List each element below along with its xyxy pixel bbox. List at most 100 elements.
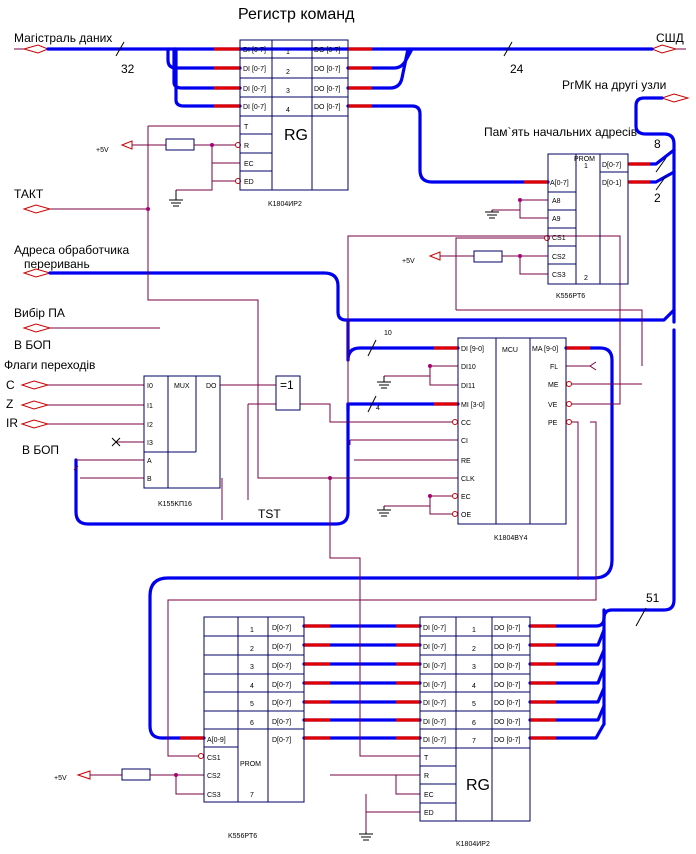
connector-flag-ir [20, 419, 50, 429]
rg-top-do-2: DO [0-7] [314, 86, 341, 93]
mux-part: K155KП16 [158, 501, 192, 508]
prom-top-num2: 2 [584, 275, 588, 282]
rg-top-do-1: DO [0-7] [314, 66, 341, 73]
rg-top-t: T [244, 124, 249, 131]
bus-width-24: 24 [510, 62, 524, 76]
rg-bot-t: T [424, 755, 429, 762]
prom-bot-num-2: 3 [250, 664, 254, 671]
plus5v-label-c: +5V [54, 775, 67, 782]
prom-top-a07: A[0-7] [550, 180, 569, 187]
mux-do: DO [206, 383, 217, 390]
mux-i1: I1 [147, 403, 153, 410]
prom-bot-out-1: D[0-7] [272, 644, 291, 651]
prom-top-part: K556PT6 [556, 293, 585, 300]
takt-label: ТАКТ [14, 187, 44, 201]
mcu-re: RE [461, 458, 471, 465]
prom-bot-out-0: D[0-7] [272, 625, 291, 632]
prom-top-cs2: CS2 [552, 254, 566, 261]
connector-rgmk [660, 93, 690, 103]
prom-bot-out-4: D[0-7] [272, 700, 291, 707]
flag-z-label: Z [6, 397, 13, 411]
flag-c-label: C [6, 378, 15, 392]
mcu-mi30: MI [3-0] [461, 402, 485, 409]
rg-bot-ec: EC [424, 792, 434, 799]
mcu-ec: EC [461, 494, 471, 501]
mcu-me: ME [548, 382, 559, 389]
mcu-cc: CC [461, 420, 471, 427]
v-bop-label-2: В БОП [22, 443, 59, 457]
irq-handler-label-1: Адреса обработчика [14, 243, 130, 257]
bus-width-2: 2 [654, 191, 661, 205]
prom-top-title: PROM [574, 156, 595, 163]
prom-bot-out-2: D[0-7] [272, 663, 291, 670]
prom-bot-num-1: 2 [250, 646, 254, 653]
rg-bot-part: K1804ИР2 [456, 841, 490, 848]
bus-width-32: 32 [121, 62, 135, 76]
prom-bot-out-6: D[0-7] [272, 737, 291, 744]
rg-bot-do-3: DO [0-7] [494, 682, 521, 689]
prom-top-num1: 1 [584, 163, 588, 170]
rg-bot-do-1: DO [0-7] [494, 644, 521, 651]
rg-top-di-0: DI [0-7] [243, 47, 266, 54]
start-address-memory-label: Пам`ять начальних адресів [484, 125, 637, 139]
sshd-label: СШД [656, 31, 684, 45]
prom-bot-out-5: D[0-7] [272, 719, 291, 726]
connector-vybir-pa [22, 323, 52, 333]
prom-top-d01: D[0-1] [602, 180, 621, 187]
prom-top-d07: D[0-7] [602, 162, 621, 169]
rg-top-part: K1804ИР2 [268, 201, 302, 208]
flag-ir-label: IR [6, 416, 18, 430]
connector-flag-c [20, 380, 50, 390]
plus5v-label-b: +5V [402, 258, 415, 265]
mcu-fl: FL [550, 364, 558, 371]
bus-width-8: 8 [654, 137, 661, 151]
mcu-di11: DI11 [461, 383, 475, 390]
prom-bot-cs2: CS2 [207, 773, 221, 780]
rg-top-num-3: 4 [286, 107, 290, 114]
mux-b: B [147, 476, 152, 483]
rg-bot-num-1: 2 [472, 646, 476, 653]
mcu-ci: CI [461, 438, 468, 445]
prom-top-a8: A8 [552, 198, 561, 205]
mux-i3: I3 [147, 440, 153, 447]
mux-chip: MUX DO I0 I1 I2 I3 A B K155KП16 [143, 375, 221, 508]
rg-bot-di-0: DI [0-7] [423, 625, 446, 632]
prom-bottom-chip: 1 2 3 4 5 6 D[0-7] D[0-7] D[0-7] D[0-7] … [203, 616, 305, 840]
rg-top-do-3: DO [0-7] [314, 104, 341, 111]
prom-bot-cs1: CS1 [207, 755, 221, 762]
prom-bot-out-3: D[0-7] [272, 682, 291, 689]
rg-bot-num-4: 5 [472, 701, 476, 708]
tst-label: TST [258, 507, 281, 521]
mux-select-bus [74, 402, 350, 526]
mcu-ve: VE [548, 402, 558, 409]
rgmk-other-label: РгМК на другі узли [562, 78, 666, 92]
mux-i0: I0 [147, 383, 153, 390]
prom-bot-num-0: 1 [250, 627, 254, 634]
mcu-chip: MCU DI [9-0] DI10 DI11 MI [3-0] CC CI RE… [452, 337, 572, 542]
rg-top-di-2: DI [0-7] [243, 86, 266, 93]
prom-bot-num-3: 4 [250, 683, 254, 690]
rg-bot-di-1: DI [0-7] [423, 644, 446, 651]
prom-top-cs3: CS3 [552, 272, 566, 279]
mcu-title: MCU [502, 347, 518, 354]
rg-top-ec: EC [244, 161, 254, 168]
rg-top-r: R [244, 143, 249, 150]
rg-bot-do-6: DO [0-7] [494, 737, 521, 744]
bus-width-slashes [115, 41, 667, 627]
connector-sshd [650, 44, 686, 54]
rg-top-num-0: 1 [286, 49, 290, 56]
mcu-ma90: MA [9-0] [532, 346, 558, 353]
prom-top-chip: PROM 1 2 A[0-7] A8 A9 CS1 CS2 CS3 D[0-7]… [547, 153, 629, 300]
rg-bot-title: RG [466, 777, 490, 794]
mux-title: MUX [174, 383, 190, 390]
xor-label: =1 [280, 378, 294, 392]
connector-flag-z [20, 400, 50, 410]
prom-top-cs1: CS1 [552, 235, 566, 242]
prom-top-a9: A9 [552, 216, 561, 223]
mcu-ma-bus [148, 346, 614, 740]
connector-takt [22, 204, 52, 214]
rg-top-di-3: DI [0-7] [243, 104, 266, 111]
rg-top-chip: DI [0-7] DI [0-7] DI [0-7] DI [0-7] 1 2 … [239, 39, 349, 208]
xor-gate: =1 [275, 375, 301, 411]
